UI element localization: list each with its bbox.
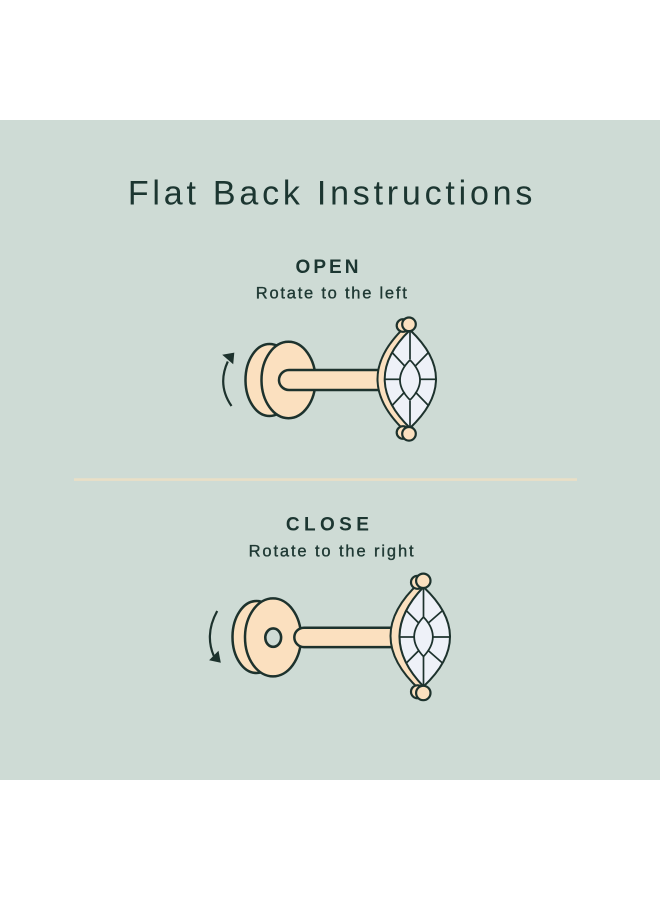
svg-text:CLOSE: CLOSE bbox=[286, 514, 369, 535]
svg-text:Rotate to the left: Rotate to the left bbox=[256, 285, 407, 303]
svg-text:Flat Back Instructions: Flat Back Instructions bbox=[128, 174, 532, 212]
